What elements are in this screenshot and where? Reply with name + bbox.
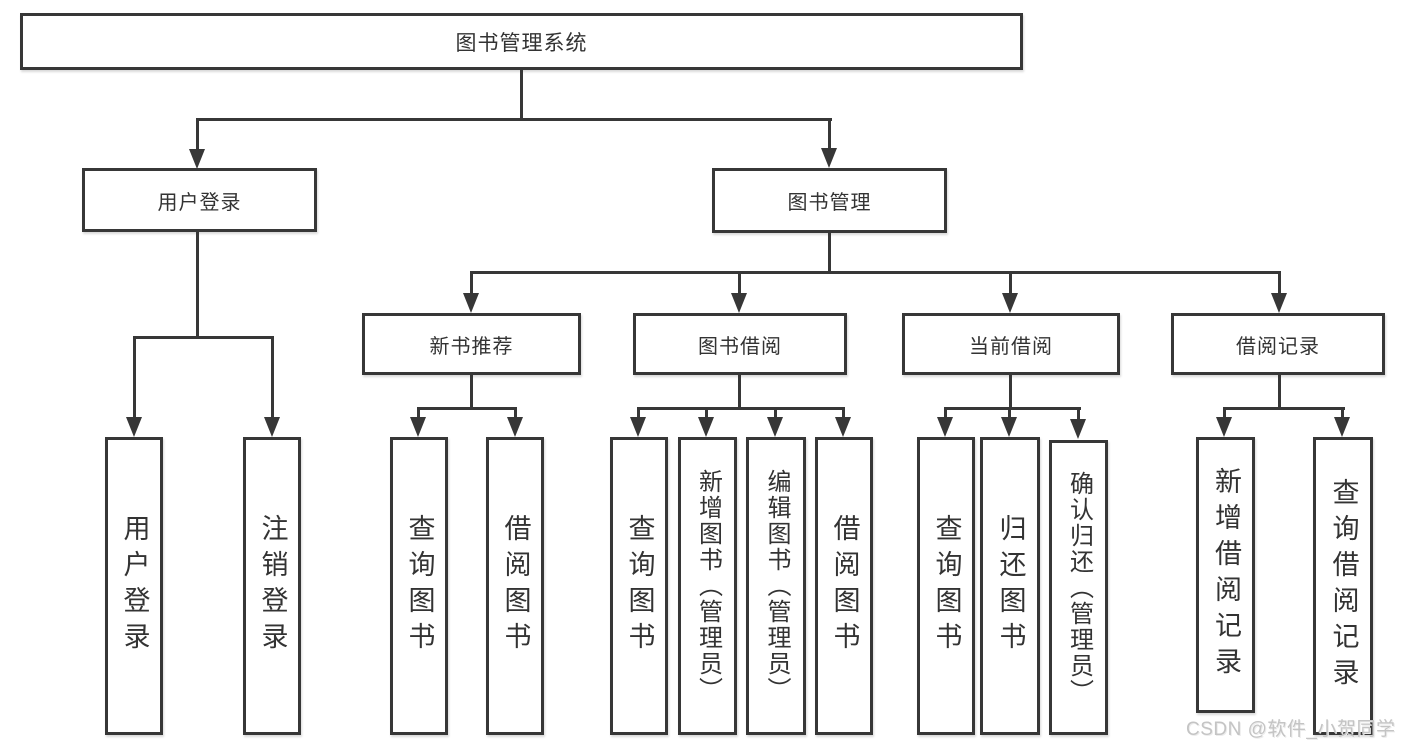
node-label: 用户登录 [157,191,242,214]
arrowhead-down-icon [731,293,747,313]
node-label: 当前借阅 [969,335,1053,358]
connector-current-borrowing-branch [944,407,1081,410]
connector-user-login-branch [133,336,274,339]
arrowhead-down-icon [821,148,837,168]
leaf-query-books-current: 查询图书 [917,437,975,735]
connector-drop-book-management [828,118,831,149]
arrowhead-down-icon [189,149,205,169]
connector-book-management-trunk [828,233,831,271]
node-label: 借阅记录 [1236,335,1320,358]
node-label: 图书管理系统 [455,31,588,55]
arrowhead-down-icon [1216,417,1232,437]
leaf-label: 查询借阅记录 [1328,478,1359,694]
arrowhead-down-icon [1070,419,1086,439]
connector-drop-leaf [774,407,777,419]
connector-drop-leaf [271,336,274,418]
connector-drop-new-book [470,271,473,294]
node-book-management: 图书管理 [712,168,947,233]
leaf-label: 新增图书（管理员） [694,469,722,703]
connector-user-login-trunk [196,232,199,336]
arrowhead-down-icon [1334,417,1350,437]
leaf-borrow-books-recommend: 借阅图书 [486,437,544,735]
leaf-label: 用户登录 [119,514,150,658]
connector-drop-leaf [1008,407,1011,419]
arrowhead-down-icon [126,417,142,437]
leaf-label: 查询图书 [404,514,435,658]
leaf-return-books: 归还图书 [980,437,1040,735]
leaf-confirm-return-admin: 确认归还（管理员） [1049,440,1108,735]
connector-drop-leaf [637,407,640,419]
arrowhead-down-icon [1001,417,1017,437]
arrowhead-down-icon [507,417,523,437]
arrowhead-down-icon [1002,293,1018,313]
leaf-add-borrow-record: 新增借阅记录 [1196,437,1255,713]
connector-drop-leaf [705,407,708,419]
connector-book-borrowing-branch [637,407,845,410]
arrowhead-down-icon [767,417,783,437]
leaf-query-borrow-record: 查询借阅记录 [1313,437,1373,735]
leaf-label: 查询图书 [931,514,962,658]
leaf-borrow-books-borrowing: 借阅图书 [815,437,873,735]
node-label: 图书管理 [787,192,872,214]
connector-drop-leaf [842,407,845,419]
connector-root-trunk [520,68,523,118]
node-borrowing-records: 借阅记录 [1171,313,1385,375]
leaf-label: 确认归还（管理员） [1065,470,1093,705]
leaf-query-books-borrowing: 查询图书 [610,437,668,735]
arrowhead-down-icon [410,417,426,437]
connector-book-borrowing-trunk [738,375,741,407]
leaf-add-book-admin: 新增图书（管理员） [678,437,737,735]
leaf-label: 借阅图书 [500,514,531,658]
arrowhead-down-icon [937,417,953,437]
arrowhead-down-icon [264,417,280,437]
leaf-label: 新增借阅记录 [1211,467,1241,683]
node-library-management-system: 图书管理系统 [20,13,1023,70]
connector-drop-leaf [1223,407,1226,419]
connector-drop-leaf [417,407,420,419]
arrowhead-down-icon [630,417,646,437]
connector-borrowing-records-branch [1223,407,1345,410]
node-book-borrowing: 图书借阅 [633,313,847,375]
connector-drop-current-borrowing [1009,271,1012,294]
leaf-label: 归还图书 [995,514,1026,658]
connector-drop-leaf [1341,407,1344,419]
arrowhead-down-icon [698,417,714,437]
arrowhead-down-icon [463,293,479,313]
leaf-query-books-recommend: 查询图书 [390,437,448,735]
connector-drop-leaf [944,407,947,419]
connector-drop-borrowing-records [1278,271,1281,294]
connector-current-borrowing-trunk [1009,375,1012,407]
connector-drop-leaf [514,407,517,419]
connector-new-book-trunk [470,375,473,407]
node-current-borrowing: 当前借阅 [902,313,1120,375]
leaf-label: 借阅图书 [829,514,860,658]
csdn-watermark: CSDN @软件_小贺同学 [1186,719,1396,740]
connector-drop-user-login [196,118,199,150]
node-label: 新书推荐 [429,335,514,358]
leaf-label: 查询图书 [624,514,655,658]
connector-book-management-branch [470,271,1281,274]
leaf-logout-login: 注销登录 [243,437,301,735]
leaf-label: 注销登录 [257,514,288,658]
leaf-label: 编辑图书（管理员） [763,469,790,703]
connector-root-branch [196,118,832,121]
connector-drop-leaf [133,336,136,418]
arrowhead-down-icon [835,417,851,437]
node-label: 图书借阅 [698,335,782,358]
leaf-user-login: 用户登录 [105,437,163,735]
node-user-login: 用户登录 [82,168,317,232]
connector-drop-leaf [1077,407,1080,419]
connector-drop-book-borrowing [738,271,741,294]
connector-borrowing-records-trunk [1278,375,1281,407]
connector-new-book-branch [417,407,517,410]
arrowhead-down-icon [1271,293,1287,313]
leaf-edit-book-admin: 编辑图书（管理员） [746,437,806,735]
node-new-book-recommendation: 新书推荐 [362,313,581,375]
